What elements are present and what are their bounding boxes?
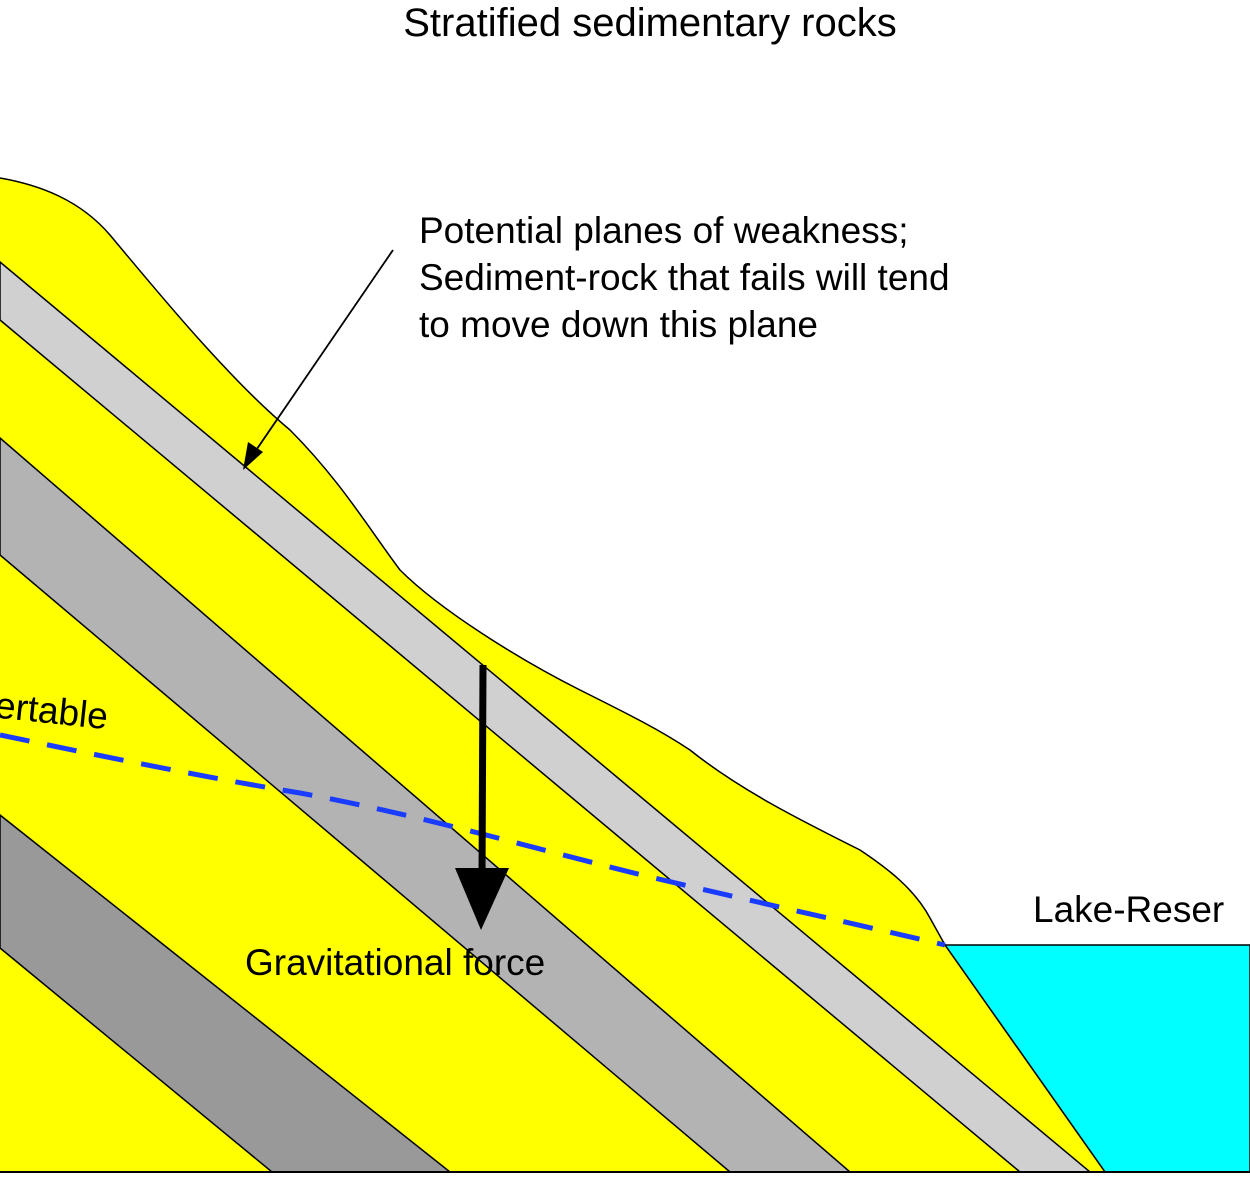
gravity-arrowhead: [455, 868, 509, 930]
diagram-title: Stratified sedimentary rocks: [403, 1, 897, 45]
annotation-line-3: to move down this plane: [419, 304, 818, 345]
lake-reservoir-label: Lake-Reser: [1033, 889, 1224, 930]
annotation-line-1: Potential planes of weakness;: [419, 210, 909, 251]
weak-layer-band: [0, 260, 1093, 1172]
gravitational-force-label: Gravitational force: [245, 942, 545, 983]
sediment-slope: [0, 178, 1105, 1172]
annotation-leader-line: [247, 249, 394, 463]
annotation-line-2: Sediment-rock that fails will tend: [419, 257, 950, 298]
water-table-line: [0, 732, 946, 948]
slope-outline: [0, 177, 1106, 1173]
dark-gray-band: [0, 813, 453, 1172]
mid-gray-band: [0, 436, 853, 1172]
annotation-arrowhead: [243, 442, 263, 470]
gravity-arrow-shaft: [478, 664, 487, 881]
